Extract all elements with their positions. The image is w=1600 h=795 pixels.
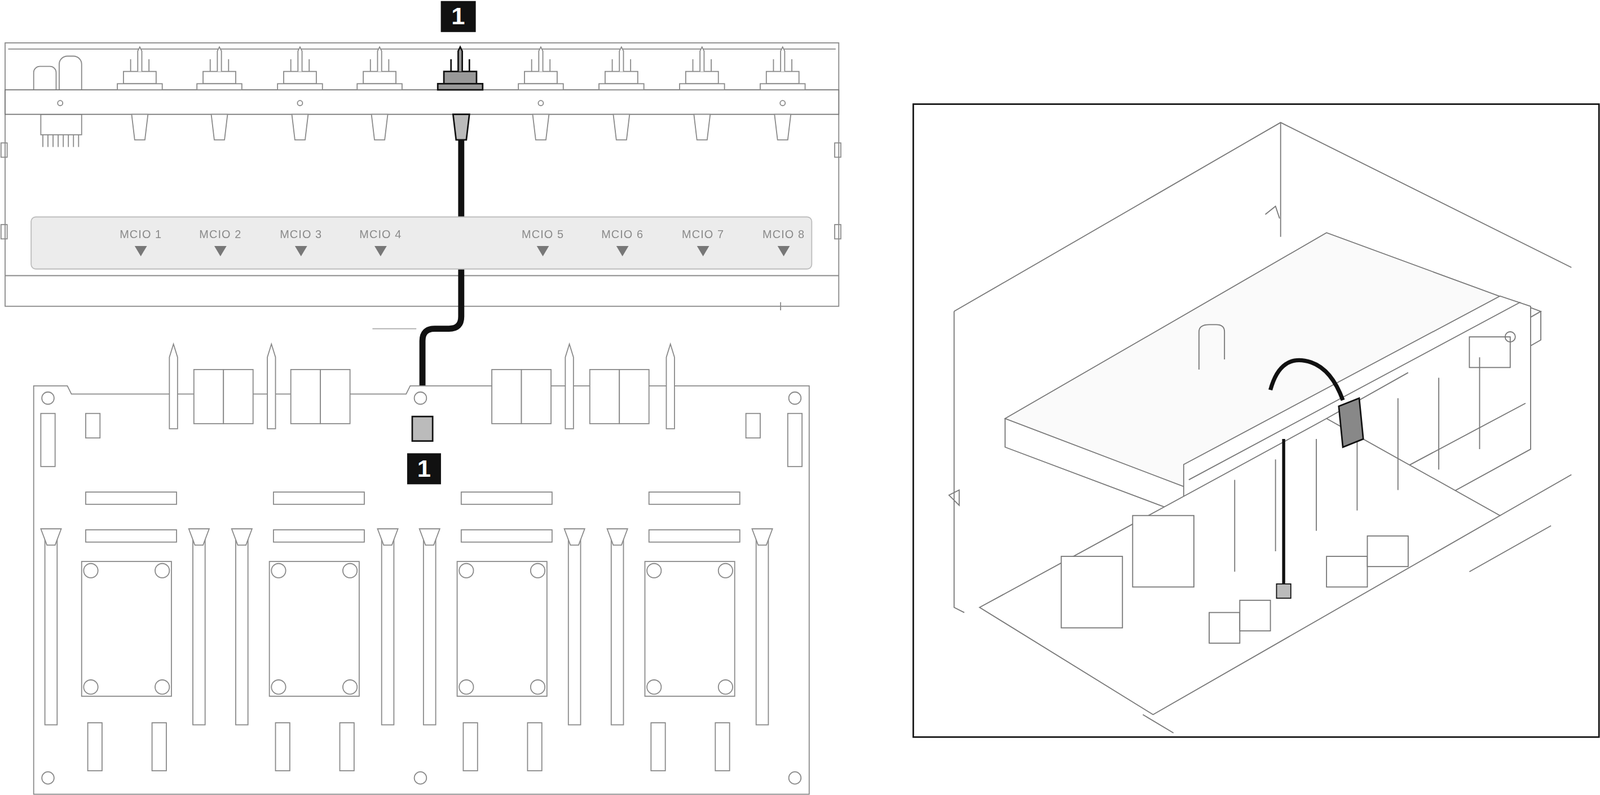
callout-number: 1	[441, 1, 476, 32]
connector-label: MCIO 2	[199, 227, 242, 241]
connector-label: MCIO 7	[681, 227, 725, 241]
connector-label: MCIO 1	[119, 227, 162, 241]
connector-label-band: MCIO 1 MCIO 2 MCIO 3 MCIO 4 MCIO 5 MCIO 6 MCIO…	[30, 216, 813, 270]
connector-label: MCIO 3	[279, 227, 323, 241]
callout-number: 1	[407, 452, 442, 484]
connector-label: MCIO 5	[521, 227, 564, 241]
connector-label: MCIO 6	[601, 227, 644, 241]
connector-label: MCIO 4	[359, 227, 402, 241]
triangle-markers	[31, 217, 814, 271]
connector-label: MCIO 8	[762, 227, 805, 241]
